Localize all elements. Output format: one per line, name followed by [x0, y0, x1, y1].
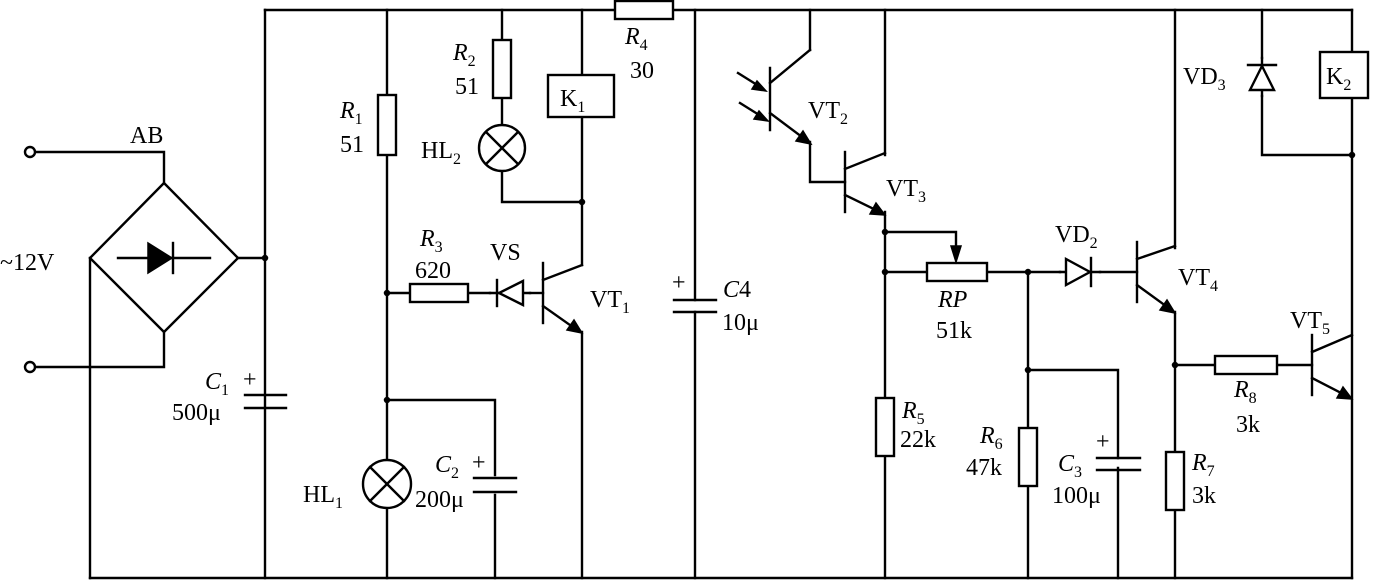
c1-plus: +	[243, 367, 257, 393]
r1-value: 51	[340, 132, 364, 158]
lamp-hl2-symbol	[477, 123, 527, 173]
terminal-bottom	[23, 360, 37, 374]
c3-plus: +	[1096, 429, 1110, 455]
r7-label: R7	[1191, 450, 1215, 480]
c2-value: 200μ	[415, 487, 464, 513]
rp-label: RP	[937, 287, 968, 313]
input-terminals	[23, 145, 37, 374]
r4-label: R4	[624, 24, 648, 54]
capacitor-c3-symbol	[1095, 456, 1142, 472]
r5-label: R5	[901, 398, 925, 428]
r2-value: 51	[455, 74, 479, 100]
resistor-r7-symbol	[1164, 450, 1186, 512]
terminal-top	[23, 145, 37, 159]
resistor-r4-symbol	[613, 0, 675, 21]
resistor-r8-symbol	[1213, 354, 1279, 376]
hl2-label: HL2	[421, 138, 461, 168]
capacitor-c2-symbol	[472, 476, 518, 494]
vt4-label: VT4	[1178, 265, 1218, 295]
resistor-r2-symbol	[491, 38, 513, 100]
vt2-label: VT2	[808, 98, 848, 128]
thyristor-vs-symbol	[488, 278, 532, 308]
r8-value: 3k	[1236, 412, 1260, 438]
c4-value: 10μ	[722, 310, 759, 336]
hl1-label: HL1	[303, 482, 343, 512]
diode-vd3-symbol	[1246, 56, 1278, 98]
c1-label: C1	[205, 369, 229, 399]
vs-label: VS	[490, 240, 521, 266]
c2-label: C2	[435, 452, 459, 482]
c4-label: C4	[723, 277, 751, 303]
transistor-vt4-symbol	[1135, 240, 1177, 315]
diode-vd2-symbol	[1058, 256, 1102, 288]
vd3-label: VD3	[1183, 64, 1226, 94]
r7-value: 3k	[1192, 483, 1216, 509]
wiring	[32, 8, 1354, 580]
r1-label: R1	[339, 98, 363, 128]
k1-label: K1	[560, 86, 585, 116]
phototransistor-vt2-symbol	[736, 48, 813, 146]
bridge-label: AB	[130, 123, 163, 149]
potentiometer-rp-symbol	[925, 245, 989, 283]
junction-dots	[261, 151, 1356, 404]
r6-label: R6	[979, 423, 1003, 453]
c3-label: C3	[1058, 451, 1082, 481]
transistor-vt1-symbol	[541, 261, 584, 335]
c4-plus: +	[672, 270, 686, 296]
c3-value: 100μ	[1052, 483, 1101, 509]
bridge-rectifier	[88, 181, 240, 334]
relay-k2-symbol	[1318, 50, 1370, 100]
resistor-r3-symbol	[408, 282, 470, 304]
vd2-label: VD2	[1055, 222, 1098, 252]
capacitor-c1-symbol	[243, 393, 288, 410]
r8-label: R8	[1233, 377, 1257, 407]
resistor-r1-symbol	[376, 93, 398, 157]
k2-label: K2	[1326, 64, 1351, 94]
resistor-r5-symbol	[874, 396, 896, 458]
capacitor-c4-symbol	[672, 298, 718, 314]
r5-value: 22k	[900, 427, 936, 453]
r3-value: 620	[415, 258, 451, 284]
c2-plus: +	[472, 450, 486, 476]
lamp-hl1-symbol	[361, 458, 413, 510]
input-voltage-label: ~12V	[0, 250, 55, 276]
vt3-label: VT3	[886, 176, 926, 206]
vt5-label: VT5	[1290, 308, 1330, 338]
r4-value: 30	[630, 58, 654, 84]
r2-label: R2	[452, 40, 476, 70]
labels: ~12V AB R1 51 R2 51 R3 620 R4 30 R5 22k …	[0, 24, 1351, 513]
rp-value: 51k	[936, 318, 972, 344]
r6-value: 47k	[966, 455, 1002, 481]
vt1-label: VT1	[590, 287, 630, 317]
relay-k1-symbol	[546, 73, 616, 119]
transistor-vt5-symbol	[1310, 333, 1354, 400]
r3-label: R3	[419, 226, 443, 256]
resistor-r6-symbol	[1017, 426, 1039, 488]
transistor-vt3-symbol	[843, 150, 887, 216]
c1-value: 500μ	[172, 400, 221, 426]
